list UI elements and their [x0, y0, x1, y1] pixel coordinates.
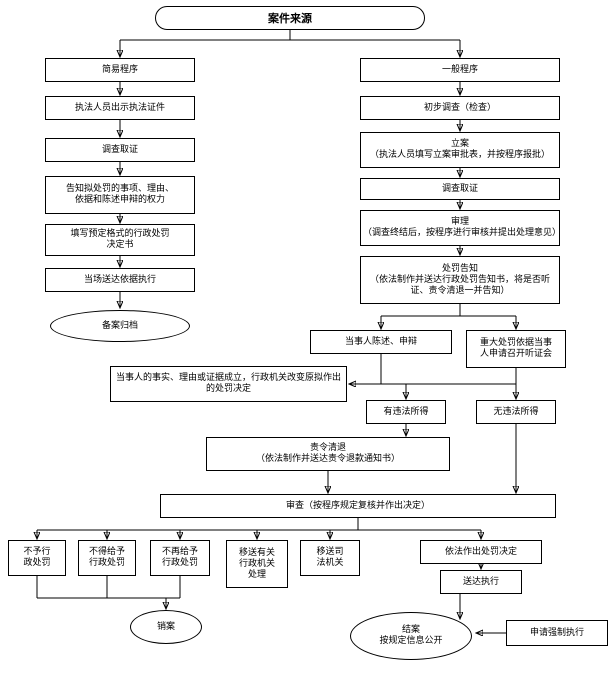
node-case-closed: 结案 按规定信息公开: [350, 612, 472, 660]
node-final-review: 审查（按程序规定复核并作出决定）: [160, 494, 556, 518]
node-transfer-admin: 移送有关 行政机关 处理: [226, 540, 288, 588]
node-close-case: 销案: [130, 610, 202, 644]
node-simple-procedure: 简易程序: [45, 58, 195, 82]
node-deliver-execute: 送达执行: [440, 570, 522, 594]
node-general-procedure: 一般程序: [360, 58, 560, 82]
node-transfer-judicial: 移送司 法机关: [300, 540, 360, 576]
node-evidence-right: 调查取证: [360, 178, 560, 200]
node-major-hearing: 重大处罚依据当事 人申请召开听证会: [466, 330, 566, 368]
node-make-decision: 依法作出处罚决定: [420, 540, 542, 564]
node-case-source: 案件来源: [155, 6, 425, 30]
node-file-archive: 备案归档: [50, 310, 190, 342]
node-must-not-penalty: 不得给予 行政处罚: [78, 540, 136, 576]
node-illegal-gains: 有违法所得: [366, 400, 446, 424]
node-change-decision: 当事人的事实、理由或证据成立，行政机关改变原拟作出的处罚决定: [110, 366, 347, 402]
node-notify-rights: 告知拟处罚的事项、理由、 依据和陈述申辩的权力: [45, 176, 195, 214]
node-fill-decision: 填写预定格式的行政处罚 决定书: [45, 224, 195, 256]
node-evidence-left: 调查取证: [45, 138, 195, 162]
node-onspot-delivery: 当场送达依据执行: [45, 268, 195, 292]
node-order-refund: 责令清退 （依法制作并送达责令退款通知书）: [206, 437, 450, 471]
node-penalty-notice: 处罚告知 （依法制作并送达行政处罚告知书，将是否听证、责令清退一并告知）: [360, 256, 560, 304]
node-show-credentials: 执法人员出示执法证件: [45, 96, 195, 120]
node-no-penalty: 不予行 政处罚: [8, 540, 66, 576]
node-no-longer-penalty: 不再给予 行政处罚: [150, 540, 210, 576]
node-hearing-review: 审理 （调查终结后，按程序进行审核并提出处理意见）: [360, 210, 561, 246]
node-no-illegal-gains: 无违法所得: [476, 400, 556, 424]
node-preliminary-investigation: 初步调查（检查）: [360, 96, 560, 120]
node-compulsory-execution: 申请强制执行: [506, 620, 608, 646]
node-case-filing: 立案 （执法人员填写立案审批表，并按程序报批）: [360, 132, 560, 168]
node-party-statement: 当事人陈述、申辩: [310, 330, 452, 354]
